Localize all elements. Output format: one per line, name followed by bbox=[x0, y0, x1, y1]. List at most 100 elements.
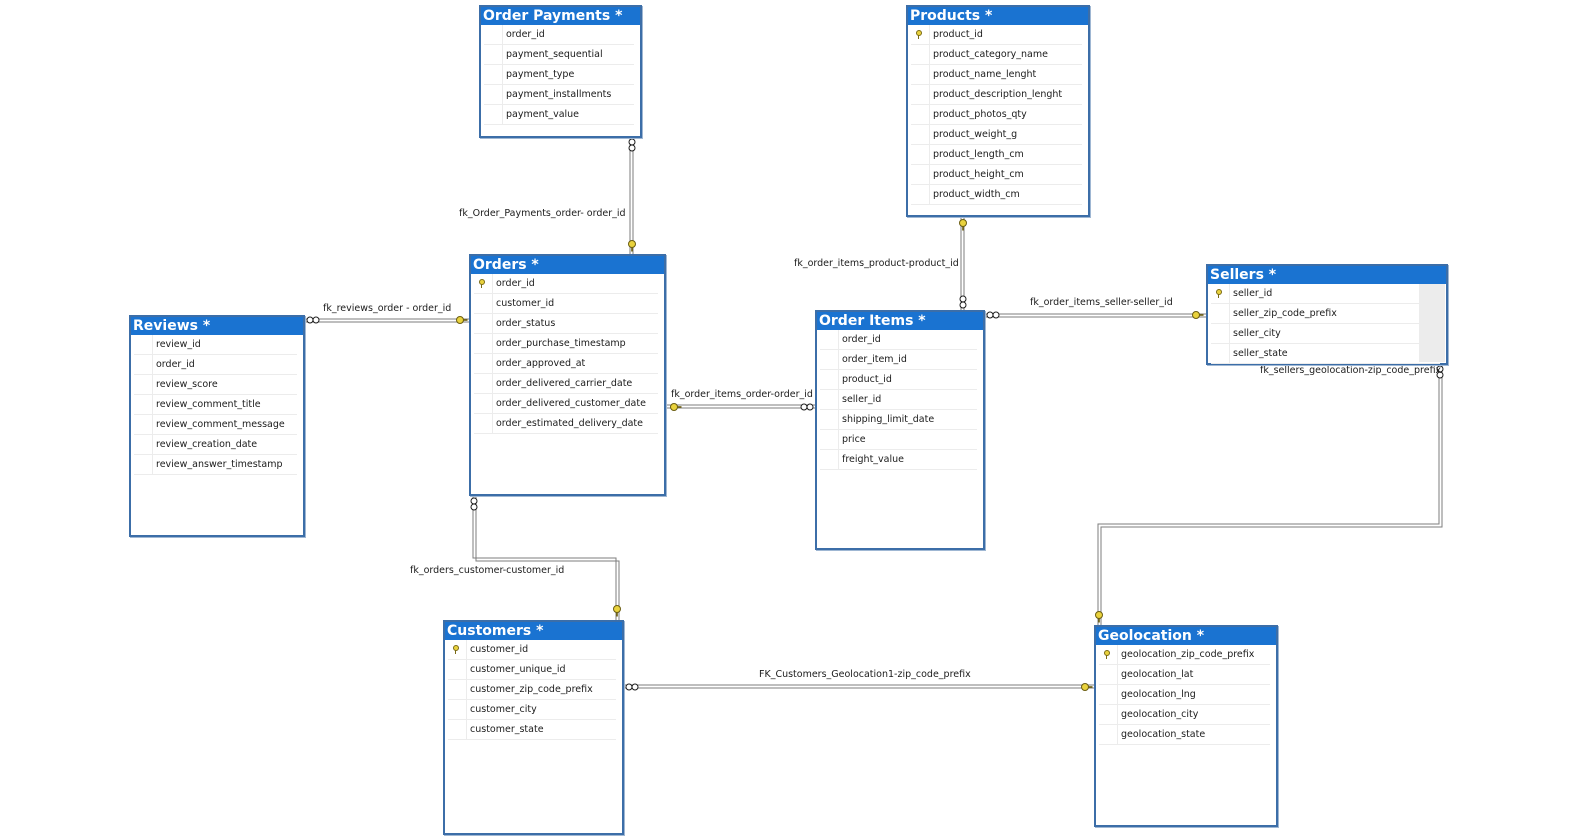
column-row[interactable]: order_status bbox=[474, 314, 658, 334]
row-selector bbox=[134, 355, 153, 374]
row-selector bbox=[484, 45, 503, 64]
row-selector bbox=[820, 330, 839, 349]
table-title[interactable]: Customers * bbox=[445, 622, 622, 640]
column-row[interactable]: seller_id bbox=[820, 390, 977, 410]
column-row[interactable]: geolocation_lat bbox=[1099, 665, 1270, 685]
column-row[interactable]: order_estimated_delivery_date bbox=[474, 414, 658, 434]
column-row[interactable]: review_comment_message bbox=[134, 415, 297, 435]
column-row[interactable]: review_score bbox=[134, 375, 297, 395]
row-selector bbox=[134, 455, 153, 474]
column-row[interactable]: price bbox=[820, 430, 977, 450]
connector-reviews-orders bbox=[304, 318, 470, 323]
row-selector bbox=[1099, 705, 1118, 724]
column-row[interactable]: order_delivered_customer_date bbox=[474, 394, 658, 414]
column-row[interactable]: seller_state bbox=[1211, 344, 1440, 364]
fk-label-sellers-geolocation: fk_sellers_geolocation-zip_code_prefix bbox=[1260, 365, 1442, 376]
column-row[interactable]: payment_type bbox=[484, 65, 634, 85]
column-row[interactable]: shipping_limit_date bbox=[820, 410, 977, 430]
column-name: seller_city bbox=[1233, 328, 1281, 339]
column-row[interactable]: customer_city bbox=[448, 700, 616, 720]
row-selector bbox=[134, 395, 153, 414]
column-name: order_delivered_carrier_date bbox=[496, 378, 633, 389]
column-row[interactable]: product_category_name bbox=[911, 45, 1082, 65]
row-selector bbox=[134, 375, 153, 394]
column-row[interactable]: customer_id bbox=[474, 294, 658, 314]
table-order-payments[interactable]: Order Payments * order_id payment_sequent… bbox=[479, 5, 642, 138]
row-selector bbox=[820, 390, 839, 409]
column-row[interactable]: review_answer_timestamp bbox=[134, 455, 297, 475]
column-row[interactable]: review_id bbox=[134, 335, 297, 355]
column-name: review_score bbox=[156, 379, 218, 390]
connector-products-order-items bbox=[960, 216, 965, 311]
column-row[interactable]: customer_id bbox=[448, 640, 616, 660]
column-row[interactable]: order_item_id bbox=[820, 350, 977, 370]
row-selector bbox=[1099, 645, 1118, 664]
column-row[interactable]: product_length_cm bbox=[911, 145, 1082, 165]
column-row[interactable]: order_id bbox=[134, 355, 297, 375]
column-row[interactable]: payment_value bbox=[484, 105, 634, 125]
row-selector bbox=[474, 374, 493, 393]
column-name: seller_zip_code_prefix bbox=[1233, 308, 1337, 319]
column-row[interactable]: order_id bbox=[474, 274, 658, 294]
column-name: product_width_cm bbox=[933, 189, 1020, 200]
column-row[interactable]: geolocation_zip_code_prefix bbox=[1099, 645, 1270, 665]
table-title[interactable]: Orders * bbox=[471, 256, 664, 274]
column-name: geolocation_zip_code_prefix bbox=[1121, 649, 1255, 660]
column-row[interactable]: review_creation_date bbox=[134, 435, 297, 455]
column-row[interactable]: product_id bbox=[820, 370, 977, 390]
table-orders[interactable]: Orders * order_id customer_id order_status… bbox=[469, 254, 666, 496]
column-row[interactable]: freight_value bbox=[820, 450, 977, 470]
table-geolocation[interactable]: Geolocation * geolocation_zip_code_prefi… bbox=[1094, 625, 1278, 827]
column-row[interactable]: product_width_cm bbox=[911, 185, 1082, 205]
column-row[interactable]: order_approved_at bbox=[474, 354, 658, 374]
column-row[interactable]: geolocation_state bbox=[1099, 725, 1270, 745]
column-row[interactable]: order_id bbox=[820, 330, 977, 350]
column-name: order_id bbox=[842, 334, 881, 345]
table-title[interactable]: Geolocation * bbox=[1096, 627, 1276, 645]
column-name: seller_state bbox=[1233, 348, 1288, 359]
column-row[interactable]: order_id bbox=[484, 25, 634, 45]
table-sellers[interactable]: Sellers * seller_id seller_zip_code_prefi… bbox=[1206, 264, 1448, 365]
column-row[interactable]: geolocation_lng bbox=[1099, 685, 1270, 705]
table-title[interactable]: Order Items * bbox=[817, 312, 983, 330]
column-row[interactable]: order_purchase_timestamp bbox=[474, 334, 658, 354]
column-row[interactable]: product_photos_qty bbox=[911, 105, 1082, 125]
row-selector bbox=[911, 85, 930, 104]
column-name: customer_zip_code_prefix bbox=[470, 684, 593, 695]
column-row[interactable]: customer_state bbox=[448, 720, 616, 740]
table-title[interactable]: Reviews * bbox=[131, 317, 303, 335]
column-name: order_id bbox=[506, 29, 545, 40]
column-row[interactable]: geolocation_city bbox=[1099, 705, 1270, 725]
column-row[interactable]: product_height_cm bbox=[911, 165, 1082, 185]
column-row[interactable]: product_weight_g bbox=[911, 125, 1082, 145]
column-name: customer_id bbox=[496, 298, 555, 309]
primary-key-icon bbox=[1215, 289, 1223, 299]
column-row[interactable]: product_id bbox=[911, 25, 1082, 45]
column-name: order_estimated_delivery_date bbox=[496, 418, 643, 429]
column-list: seller_id seller_zip_code_prefix seller_ci… bbox=[1208, 284, 1446, 364]
row-selector bbox=[1211, 304, 1230, 323]
column-row[interactable]: customer_unique_id bbox=[448, 660, 616, 680]
column-row[interactable]: order_delivered_carrier_date bbox=[474, 374, 658, 394]
table-title[interactable]: Products * bbox=[908, 7, 1088, 25]
column-row[interactable]: seller_city bbox=[1211, 324, 1440, 344]
column-name: order_id bbox=[496, 278, 535, 289]
table-title[interactable]: Sellers * bbox=[1208, 266, 1446, 284]
column-row[interactable]: seller_zip_code_prefix bbox=[1211, 304, 1440, 324]
column-row[interactable]: review_comment_title bbox=[134, 395, 297, 415]
table-title[interactable]: Order Payments * bbox=[481, 7, 640, 25]
column-name: order_status bbox=[496, 318, 556, 329]
column-row[interactable]: payment_installments bbox=[484, 85, 634, 105]
row-selector bbox=[911, 65, 930, 84]
column-row[interactable]: seller_id bbox=[1211, 284, 1440, 304]
column-row[interactable]: customer_zip_code_prefix bbox=[448, 680, 616, 700]
column-row[interactable]: product_name_lenght bbox=[911, 65, 1082, 85]
column-row[interactable]: product_description_lenght bbox=[911, 85, 1082, 105]
column-row[interactable]: payment_sequential bbox=[484, 45, 634, 65]
